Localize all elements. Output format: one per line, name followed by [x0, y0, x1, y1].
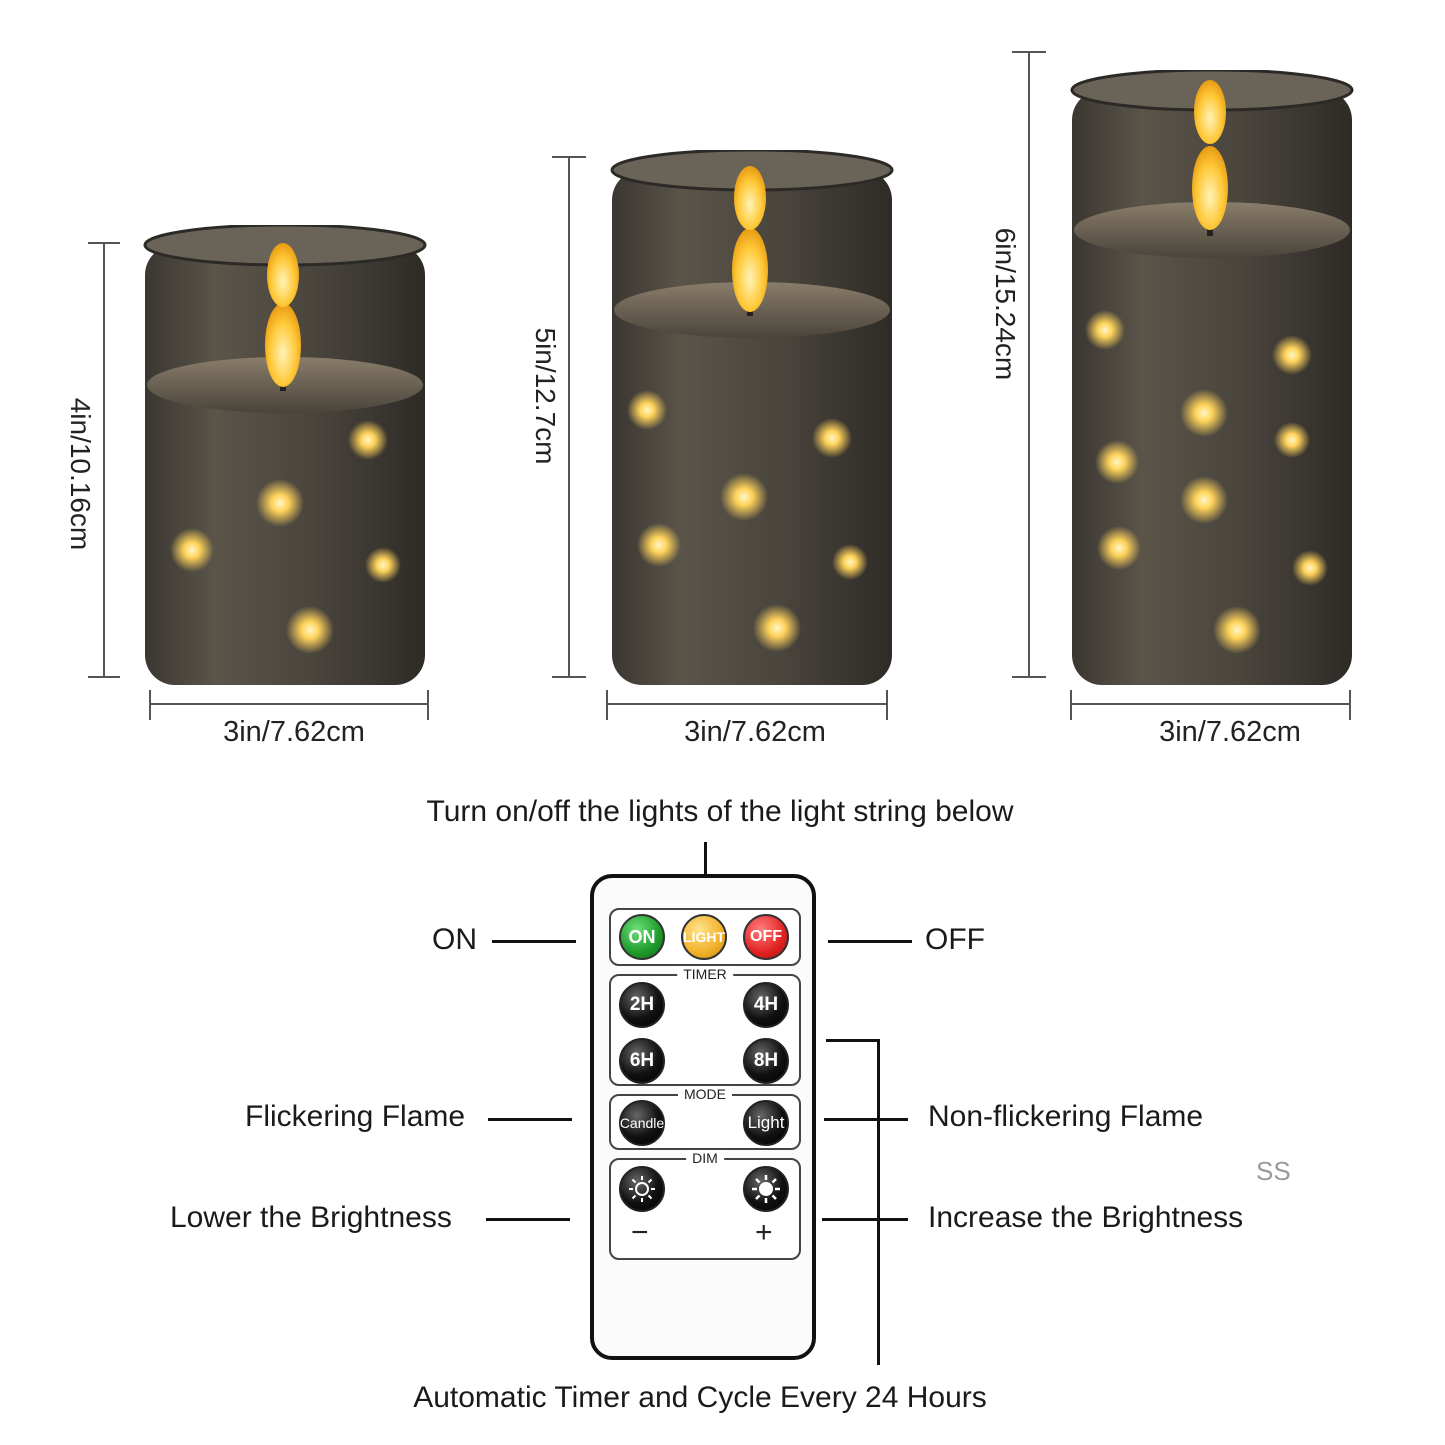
width-dimension-line-1 [150, 703, 428, 705]
height-dimension-line-3 [1028, 52, 1030, 677]
height-label-1: 4in/10.16cm [65, 397, 96, 551]
label-on: ON [432, 923, 477, 956]
timer-6h-button[interactable]: 6H [619, 1038, 665, 1084]
dimension-tick [886, 690, 888, 720]
dim-up-button[interactable] [743, 1166, 789, 1212]
candle-large [1070, 70, 1354, 685]
dim-title: DIM [686, 1150, 724, 1166]
timer-2h-button[interactable]: 2H [619, 982, 665, 1028]
candle-mode-button[interactable]: Candle [619, 1100, 665, 1146]
leader-nonflicker [824, 1118, 908, 1121]
light-mode-button[interactable]: Light [743, 1100, 789, 1146]
dimension-tick [88, 676, 120, 678]
plus-sign: + [755, 1216, 773, 1249]
timer-title: TIMER [677, 966, 733, 982]
label-non-flickering-flame: Non-flickering Flame [928, 1100, 1204, 1133]
candle-small [143, 225, 427, 685]
minus-sign: − [631, 1216, 649, 1249]
leader-lower [486, 1218, 570, 1221]
height-label-2: 5in/12.7cm [530, 327, 561, 465]
dimension-tick [552, 156, 586, 158]
light-button[interactable]: LIGHT [681, 914, 727, 960]
dimension-tick [552, 676, 586, 678]
dim-down-button[interactable] [619, 1166, 665, 1212]
on-button[interactable]: ON [619, 914, 665, 960]
width-label-1: 3in/7.62cm [223, 716, 365, 748]
dimension-tick [88, 242, 120, 244]
width-dimension-line-2 [607, 703, 887, 705]
leader-flicker [488, 1118, 572, 1121]
off-button[interactable]: OFF [743, 914, 789, 960]
timer-bracket-top [826, 1039, 878, 1042]
leader-off [828, 940, 912, 943]
label-flickering-flame: Flickering Flame [245, 1100, 466, 1133]
leader-increase [822, 1218, 908, 1221]
candle-medium [610, 150, 894, 685]
sun-filled-icon [752, 1175, 780, 1203]
height-label-3: 6in/15.24cm [990, 227, 1021, 381]
dimension-tick [606, 690, 608, 720]
dimension-tick [1012, 676, 1046, 678]
mode-panel: MODE Candle Light [609, 1086, 801, 1150]
label-increase-brightness: Increase the Brightness [928, 1201, 1244, 1234]
width-label-2: 3in/7.62cm [684, 716, 826, 748]
remote-control: ON LIGHT OFF TIMER 2H 4H 6H 8H MODE Cand… [590, 874, 816, 1360]
top-note: Turn on/off the lights of the light stri… [426, 795, 1014, 828]
dimension-tick [1012, 51, 1046, 53]
bottom-note: Automatic Timer and Cycle Every 24 Hours [413, 1381, 987, 1414]
timer-bracket-line [877, 1039, 880, 1365]
height-dimension-line-2 [568, 157, 570, 677]
timer-panel: TIMER 2H 4H 6H 8H [609, 966, 801, 1086]
height-dimension-line-1 [103, 243, 105, 677]
power-panel: ON LIGHT OFF [609, 908, 801, 966]
width-label-3: 3in/7.62cm [1159, 716, 1301, 748]
dim-panel: DIM − [609, 1150, 801, 1260]
label-lower-brightness: Lower the Brightness [170, 1201, 452, 1234]
leader-on [492, 940, 576, 943]
dimension-tick [1349, 690, 1351, 720]
timer-4h-button[interactable]: 4H [743, 982, 789, 1028]
watermark: SS [1256, 1156, 1291, 1186]
timer-8h-button[interactable]: 8H [743, 1038, 789, 1084]
dimension-tick [1070, 690, 1072, 720]
dimension-tick [149, 690, 151, 720]
sun-outline-icon [629, 1176, 655, 1202]
top-note-leader [704, 842, 707, 876]
dimension-tick [427, 690, 429, 720]
mode-title: MODE [678, 1086, 732, 1102]
label-off: OFF [925, 923, 985, 956]
width-dimension-line-3 [1071, 703, 1351, 705]
